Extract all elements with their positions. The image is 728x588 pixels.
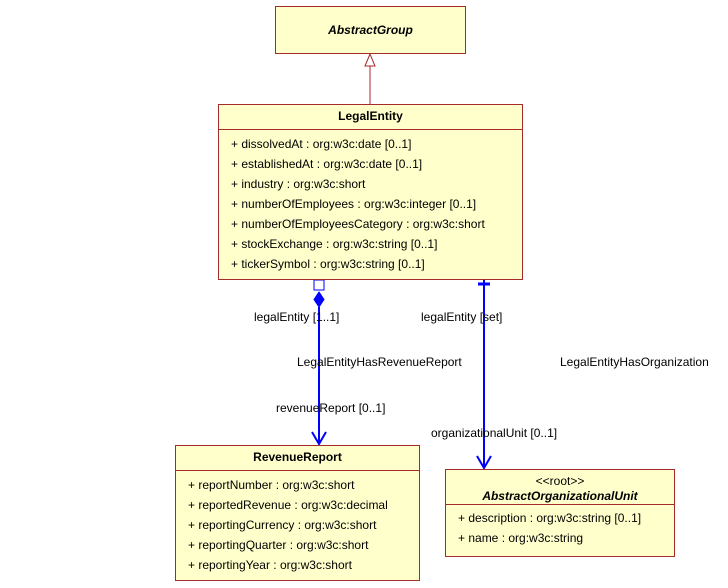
attribute: + industry : org:w3c:short — [231, 177, 366, 191]
revenue-target-role-label: revenueReport [0..1] — [276, 401, 386, 415]
generalization-arrowhead — [364, 52, 376, 67]
attribute: + description : org:w3c:string [0..1] — [458, 511, 642, 525]
attribute: + reportingYear : org:w3c:short — [188, 558, 352, 572]
revenue-arrowhead — [311, 431, 327, 446]
attribute: + reportingCurrency : org:w3c:short — [188, 518, 377, 532]
attribute: + dissolvedAt : org:w3c:date [0..1] — [231, 137, 412, 151]
class-name: AbstractOrganizationalUnit — [482, 489, 638, 503]
class-divider — [446, 504, 674, 505]
class-name: AbstractGroup — [328, 23, 413, 37]
attribute: + tickerSymbol : org:w3c:string [0..1] — [231, 257, 425, 271]
class-revenue-report[interactable]: RevenueReport + reportNumber : org:w3c:s… — [175, 445, 420, 581]
class-stereotype: <<root>> — [535, 474, 585, 488]
attribute: + numberOfEmployeesCategory : org:w3c:sh… — [231, 217, 485, 231]
attribute-list: + dissolvedAt : org:w3c:date [0..1] + es… — [219, 130, 522, 274]
attribute: + name : org:w3c:string — [458, 531, 584, 545]
attribute: + stockExchange : org:w3c:string [0..1] — [231, 237, 438, 251]
attribute: + reportingQuarter : org:w3c:short — [188, 538, 369, 552]
class-abstract-group[interactable]: AbstractGroup — [275, 6, 466, 54]
revenue-association-name: LegalEntityHasRevenueReport — [297, 355, 462, 369]
organization-arrowhead — [476, 455, 492, 470]
organization-target-role-label: organizationalUnit [0..1] — [431, 426, 558, 440]
class-legal-entity[interactable]: LegalEntity + dissolvedAt : org:w3c:date… — [218, 104, 523, 280]
class-divider — [176, 470, 419, 471]
attribute: + reportedRevenue : org:w3c:decimal — [188, 498, 388, 512]
class-name: LegalEntity — [338, 109, 403, 123]
class-abstract-organizational-unit[interactable]: <<root>> AbstractOrganizationalUnit + de… — [445, 469, 675, 557]
revenue-source-port — [313, 279, 325, 291]
attribute-list: + description : org:w3c:string [0..1] + … — [446, 505, 674, 548]
organization-source-role-label: legalEntity [set] — [421, 310, 503, 324]
attribute: + establishedAt : org:w3c:date [0..1] — [231, 157, 423, 171]
class-header: <<root>> AbstractOrganizationalUnit — [446, 470, 674, 504]
class-divider — [219, 129, 522, 130]
class-name: RevenueReport — [253, 450, 342, 464]
organization-association-name: LegalEntityHasOrganization — [560, 355, 709, 369]
composition-diamond — [313, 291, 325, 308]
attribute: + numberOfEmployees : org:w3c:integer [0… — [231, 197, 477, 211]
attribute: + reportNumber : org:w3c:short — [188, 478, 355, 492]
attribute-list: + reportNumber : org:w3c:short + reporte… — [176, 471, 419, 575]
revenue-source-role-label: legalEntity [1..1] — [254, 310, 340, 324]
